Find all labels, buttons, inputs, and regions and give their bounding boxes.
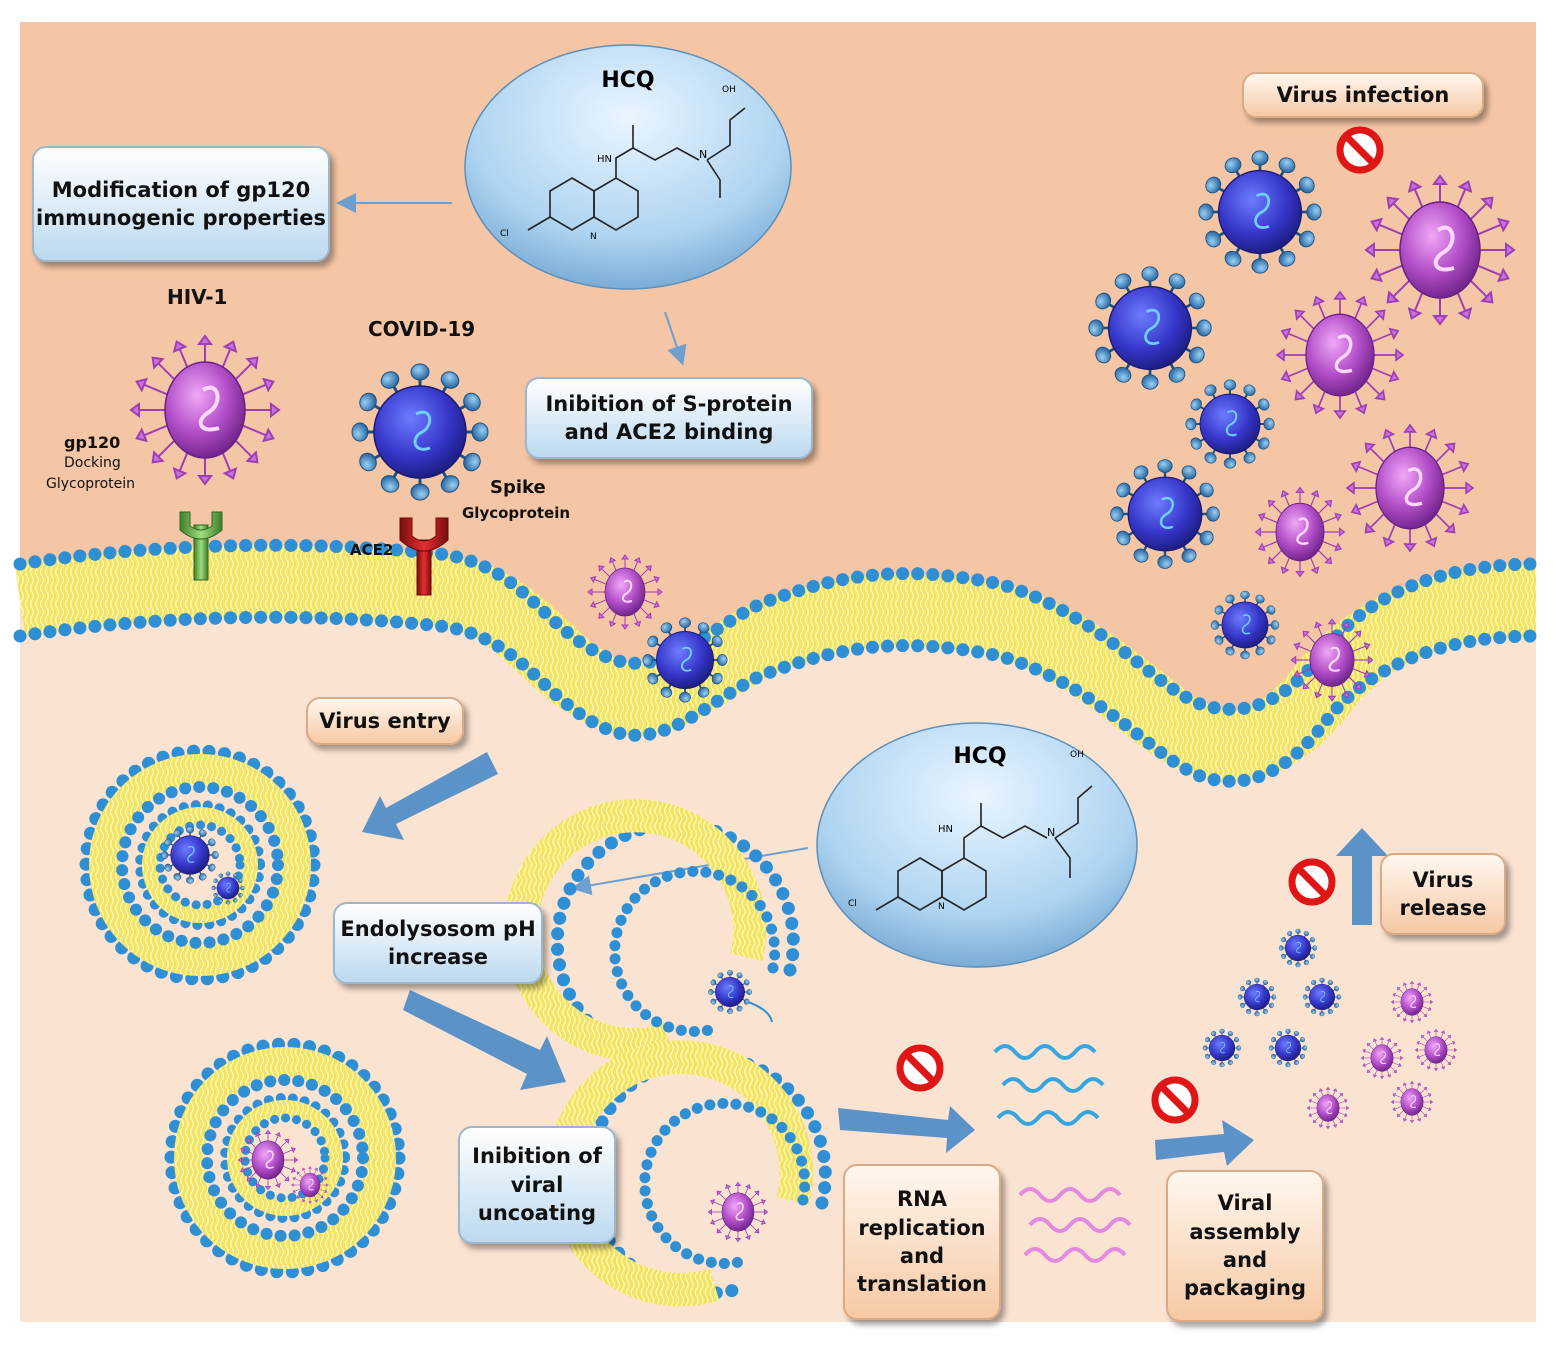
hiv-virus — [1391, 1081, 1432, 1122]
membrane-inner-beads — [13, 610, 1543, 788]
ace2-receptor — [399, 517, 449, 596]
glycoprotein-label: Glycoprotein — [46, 476, 136, 492]
open-endosome-covid — [504, 799, 800, 1067]
hiv-virus — [588, 555, 662, 629]
svg-text:Cl: Cl — [848, 899, 857, 909]
endosome-hiv — [164, 1037, 406, 1279]
uncoating-inhibition-box: Inibition of viral uncoating — [458, 1126, 616, 1244]
hiv-virus — [1256, 488, 1345, 577]
hcq-label: HCQ — [601, 68, 654, 93]
viral-assembly-box: Viral assembly and packaging — [1166, 1170, 1324, 1322]
svg-text:N: N — [699, 148, 707, 161]
ace2-label: ACE2 — [350, 541, 394, 559]
viral-rna-hiv — [1018, 1187, 1132, 1263]
hiv-virus — [1391, 981, 1432, 1022]
gp120-modification-box: Modification of gp120 immunogenic proper… — [32, 146, 330, 262]
hiv-virus — [1361, 1037, 1402, 1078]
arrow-virus-release-up — [1336, 828, 1388, 925]
virus-entry-box: Virus entry — [306, 697, 464, 745]
hiv-virus — [1277, 292, 1403, 418]
endolysosom-box: Endolysosom pH increase — [333, 902, 543, 984]
prohibit-icon — [1292, 862, 1332, 902]
endosome-covid — [79, 744, 321, 986]
hiv-virus — [1347, 425, 1473, 551]
svg-text:Cl: Cl — [500, 229, 509, 239]
gp120-label: gp120 — [64, 433, 121, 452]
s-protein-inhibition-box: Inibition of S-protein and ACE2 binding — [525, 377, 813, 459]
svg-text:N: N — [938, 902, 945, 912]
virus-infection-box: Virus infection — [1242, 72, 1484, 118]
hiv-virus — [1366, 176, 1514, 324]
hiv-virus — [1291, 619, 1372, 700]
hcq-label: HCQ — [953, 744, 1006, 769]
prohibit-icon — [1340, 130, 1380, 170]
arrow-endosome-to-uncoating — [403, 990, 566, 1090]
hiv-virus — [131, 336, 279, 484]
spike-glycoprotein-label: Glycoprotein — [462, 504, 571, 522]
open-endosome-hiv — [547, 1040, 832, 1307]
docking-receptor — [179, 511, 223, 581]
arrow-entry-to-endosome — [362, 752, 498, 840]
svg-text:OH: OH — [1070, 750, 1084, 760]
rna-replication-box: RNA replication and translation — [843, 1164, 1001, 1320]
spike-label: Spike — [490, 477, 546, 498]
svg-text:N: N — [1047, 826, 1055, 839]
hiv-virus — [1415, 1029, 1456, 1070]
svg-text:HN: HN — [938, 824, 953, 835]
hiv-label: HIV-1 — [167, 285, 228, 309]
hcq-molecule-bottom: HN N OH Cl N HCQ — [816, 722, 1138, 968]
arrow-rna-to-assembly — [1155, 1120, 1254, 1166]
docking-label: Docking — [64, 455, 121, 471]
svg-text:OH: OH — [722, 85, 736, 95]
arrow-uncoating-to-rna — [838, 1106, 975, 1153]
prohibit-icon — [1155, 1080, 1195, 1120]
svg-text:N: N — [590, 232, 597, 242]
virus-release-box: Virus release — [1380, 853, 1506, 935]
hiv-virus — [1307, 1087, 1348, 1128]
prohibit-icon — [900, 1048, 940, 1088]
arrow-to-s-protein-box — [664, 311, 687, 366]
svg-text:HN: HN — [597, 154, 612, 165]
hcq-molecule-top: HN N OH Cl N HCQ — [464, 44, 792, 290]
covid-label: COVID-19 — [368, 317, 476, 341]
viral-rna-covid — [993, 1044, 1105, 1126]
